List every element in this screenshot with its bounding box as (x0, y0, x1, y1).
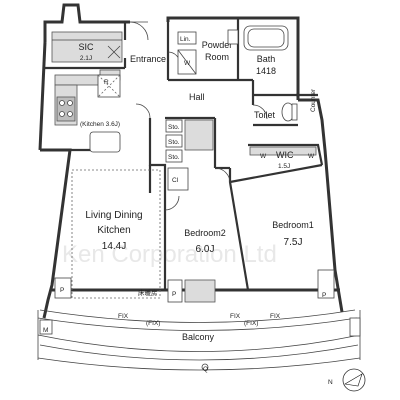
pipe-space-bedroom2 (167, 279, 183, 303)
kitchen-label: (Kitchen 3.6J) (80, 121, 120, 128)
bedroom2-size-label: 6.0J (196, 244, 215, 255)
sic-area: SIC 2.1J (51, 31, 123, 63)
counter-label: Counter (310, 88, 317, 112)
drain-icon (201, 363, 209, 371)
balcony-label: Balcony (182, 332, 215, 342)
vanity-sink (227, 29, 239, 45)
ldk-label-1: Living Dining (85, 210, 142, 221)
wic: WIC 1.5J W W (249, 146, 317, 170)
storage-2-label: Sto. (168, 139, 180, 146)
cooktop-icon (56, 96, 76, 122)
pipe-label-ldk: P (60, 287, 64, 294)
linen-label: Lin. (180, 36, 191, 43)
floor-heating-label: 床暖房 (138, 288, 158, 297)
refrigerator-label: R (104, 79, 109, 86)
wic-w-mark-2: W (308, 153, 315, 160)
storage-3-label: Sto. (168, 154, 180, 161)
ldk-label-2: Kitchen (97, 225, 130, 236)
fix-label-5: FIX (270, 313, 281, 320)
fix-label-3: FIX (230, 313, 241, 320)
refrigerator (54, 74, 101, 86)
pipe-space-ldk (54, 277, 72, 299)
kitchen-island (89, 131, 121, 153)
bedroom1-door-swing-icon (214, 167, 231, 184)
entrance-door-swing-icon (129, 21, 149, 41)
storage-3 (165, 149, 183, 163)
entrance-label: Entrance (130, 54, 166, 64)
ldk-size-label: 14.4J (102, 241, 126, 252)
linen-closet (177, 31, 197, 45)
wic-w-mark-1: W (260, 153, 267, 160)
wic-label: WIC (276, 150, 294, 160)
refrigerator-space (97, 74, 121, 98)
balcony-q-mark: Q (203, 366, 208, 373)
closet-label: Cl (172, 177, 179, 184)
fix-label-1: FIX (118, 313, 129, 320)
outer-walls (38, 3, 344, 319)
living-dining-kitchen: Living Dining Kitchen 14.4J 床暖房 (71, 169, 161, 299)
washer-label: W (184, 60, 191, 67)
balcony-unit-left (39, 319, 53, 335)
toilet-door-swing-icon (252, 104, 268, 120)
meter-label: M (43, 327, 48, 334)
powder-label-1: Powder (202, 40, 233, 50)
toilet-label: Toilet (254, 110, 276, 120)
pipe-space-bedroom1 (317, 269, 335, 299)
storage-1-label: Sto. (168, 124, 180, 131)
storage-shelf (184, 119, 214, 151)
bedroom1: Bedroom1 7.5J P (272, 220, 335, 299)
toilet-room: Toilet (254, 102, 298, 122)
fix-windows: FIX (FIX) FIX (FIX) FIX (118, 313, 281, 327)
bedroom2-label: Bedroom2 (184, 228, 226, 238)
storage-1 (165, 119, 183, 133)
compass-north-label: N (328, 379, 333, 386)
bath-size-label: 1418 (256, 66, 276, 76)
wic-size-label: 1.5J (278, 163, 290, 170)
balcony-unit-right (349, 317, 361, 337)
bathroom: Bath 1418 (243, 25, 289, 76)
floor-heating-area (71, 169, 161, 299)
bath-label: Bath (257, 54, 276, 64)
ldk-door-swing-icon (135, 103, 151, 119)
storage: Sto. Sto. Sto. Cl (165, 119, 214, 191)
pipe-label-bedroom1: P (322, 292, 326, 299)
sic-shelf (51, 31, 123, 63)
fix-label-4: (FIX) (244, 320, 258, 327)
balcony (37, 309, 361, 371)
sic-size-label: 2.1J (80, 55, 92, 62)
fix-label-2: (FIX) (146, 320, 160, 327)
powder-room: Lin. W Powder Room (177, 29, 239, 75)
bedroom1-size-label: 7.5J (284, 237, 303, 248)
pipe-label-bedroom2: P (172, 291, 176, 298)
storage-2 (165, 134, 183, 148)
kitchen: R (Kitchen 3.6J) (54, 74, 121, 153)
compass-icon: N (328, 368, 366, 392)
closet-bedroom2 (167, 167, 189, 191)
sic-label: SIC (78, 42, 94, 52)
hall-label: Hall (189, 92, 205, 102)
powder-label-2: Room (205, 52, 229, 62)
bedroom2: Bedroom2 6.0J P (167, 228, 226, 303)
bedroom2-door-swing-icon (164, 195, 180, 211)
bedroom1-label: Bedroom1 (272, 220, 314, 230)
